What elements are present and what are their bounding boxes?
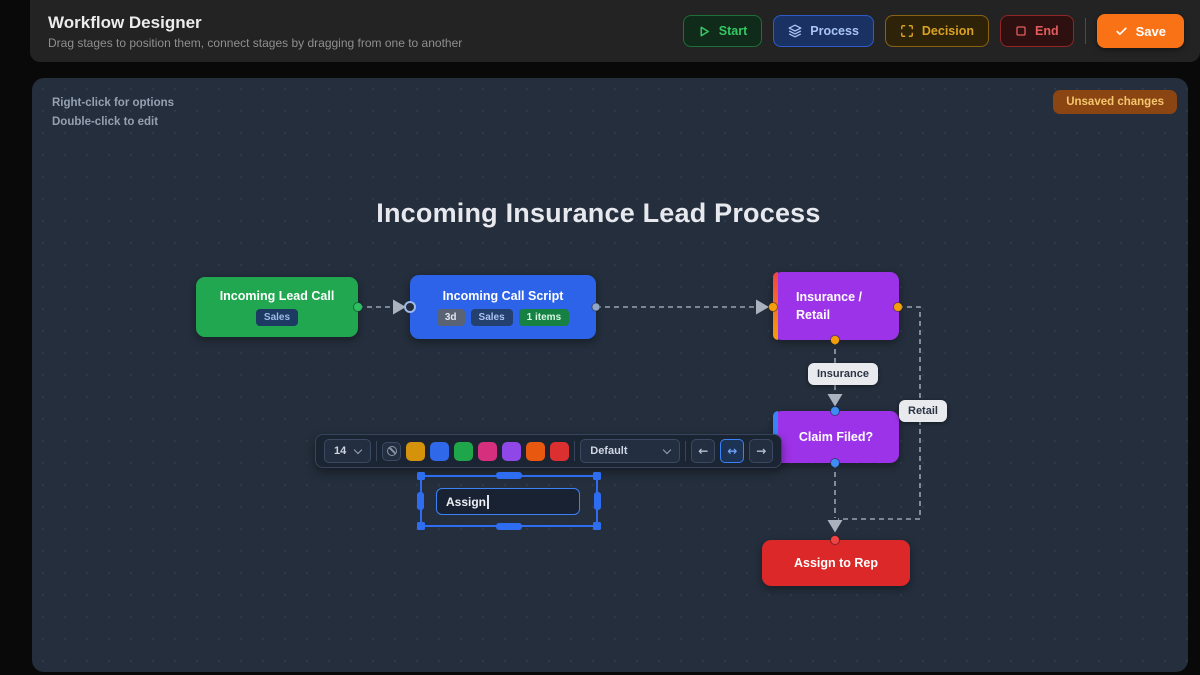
resize-handle-bottom[interactable] bbox=[496, 523, 522, 530]
selected-stage-outline[interactable]: Assign bbox=[417, 472, 601, 530]
stage-label: Assign to Rep bbox=[793, 556, 879, 570]
stage-node-insurance-retail[interactable]: Insurance / Retail bbox=[773, 272, 899, 340]
hint-double-click: Double-click to edit bbox=[52, 116, 159, 128]
save-button[interactable]: Save bbox=[1096, 14, 1184, 48]
stage-node-assign-to-rep[interactable]: Assign to Rep bbox=[762, 540, 910, 586]
font-size-value: 14 bbox=[334, 445, 347, 457]
color-swatch-pink[interactable] bbox=[478, 441, 498, 461]
resize-handle-right[interactable] bbox=[594, 492, 601, 510]
edges-overlay bbox=[353, 299, 921, 545]
align-center-button[interactable]: ↔ bbox=[720, 439, 745, 463]
stage-label: Incoming Lead Call bbox=[219, 288, 335, 303]
resize-handle-bottom-left[interactable] bbox=[417, 522, 425, 530]
toolbar-divider bbox=[574, 441, 576, 461]
stage-badge-sales: Sales bbox=[470, 308, 513, 326]
header-actions: Start Process Decision End Save bbox=[682, 14, 1184, 48]
toolbar-divider bbox=[685, 441, 687, 461]
end-button-label: End bbox=[1035, 24, 1059, 38]
decision-button-label: Decision bbox=[921, 24, 975, 38]
text-format-toolbar: 14 Default ← ↔ → bbox=[315, 434, 783, 468]
start-button-label: Start bbox=[718, 24, 748, 38]
stage-label: Claim Filed? bbox=[798, 430, 874, 444]
font-size-select[interactable]: 14 bbox=[324, 439, 372, 463]
diagram-title: Incoming Insurance Lead Process bbox=[376, 198, 821, 228]
arrowhead-icon bbox=[827, 520, 843, 533]
app-header: Workflow Designer Drag stages to positio… bbox=[30, 0, 1200, 62]
stage-badge-duration: 3d bbox=[436, 308, 465, 326]
stage-name-input[interactable]: Assign bbox=[436, 488, 580, 515]
layers-icon bbox=[788, 24, 802, 38]
workflow-canvas[interactable]: Right-click for options Double-click to … bbox=[32, 78, 1188, 672]
chevron-down-icon bbox=[663, 445, 672, 454]
resize-handle-bottom-right[interactable] bbox=[593, 522, 601, 530]
unsaved-changes-badge: Unsaved changes bbox=[1053, 90, 1177, 114]
stage-label-line1: Insurance / bbox=[796, 290, 862, 304]
add-decision-stage-button[interactable]: Decision bbox=[884, 15, 990, 47]
color-swatch-green[interactable] bbox=[454, 441, 474, 461]
save-button-label: Save bbox=[1135, 23, 1166, 39]
text-caret bbox=[487, 494, 489, 509]
page-subtitle: Drag stages to position them, connect st… bbox=[48, 35, 463, 50]
edge-label-retail[interactable]: Retail bbox=[899, 400, 947, 422]
color-swatch-blue[interactable] bbox=[430, 441, 450, 461]
hint-right-click: Right-click for options bbox=[52, 97, 175, 109]
edge-label-insurance[interactable]: Insurance bbox=[808, 363, 878, 385]
page-title: Workflow Designer bbox=[48, 12, 202, 32]
color-swatch-red[interactable] bbox=[550, 441, 570, 461]
color-swatch-orange[interactable] bbox=[526, 441, 546, 461]
stage-badge-items: 1 items bbox=[518, 308, 570, 326]
resize-handle-top-left[interactable] bbox=[417, 472, 425, 480]
add-end-stage-button[interactable]: End bbox=[1000, 15, 1074, 47]
corners-icon bbox=[900, 25, 913, 37]
arrowhead-icon bbox=[827, 394, 843, 407]
process-button-label: Process bbox=[810, 24, 859, 38]
stage-node-claim-filed[interactable]: Claim Filed? bbox=[773, 411, 899, 463]
align-left-button[interactable]: ← bbox=[691, 439, 716, 463]
stage-name-input-value: Assign bbox=[446, 494, 487, 509]
resize-handle-top-right[interactable] bbox=[593, 472, 601, 480]
color-swatch-none[interactable] bbox=[382, 441, 402, 461]
resize-handle-top[interactable] bbox=[496, 472, 522, 479]
slash-circle-icon bbox=[386, 446, 397, 456]
add-process-stage-button[interactable]: Process bbox=[773, 15, 874, 47]
arrowhead-icon bbox=[393, 299, 406, 315]
font-family-select[interactable]: Default bbox=[580, 439, 681, 463]
check-icon bbox=[1115, 26, 1127, 35]
toolbar-divider bbox=[376, 441, 378, 461]
stage-badge-sales: Sales bbox=[255, 308, 299, 326]
chevron-down-icon bbox=[354, 445, 363, 454]
play-icon bbox=[700, 26, 709, 36]
color-swatch-amber[interactable] bbox=[406, 441, 426, 461]
resize-handle-left[interactable] bbox=[417, 492, 424, 510]
header-divider bbox=[1084, 18, 1086, 44]
align-right-button[interactable]: → bbox=[749, 439, 774, 463]
font-family-value: Default bbox=[590, 445, 628, 457]
square-icon bbox=[1016, 26, 1026, 36]
stage-accent-stripe bbox=[773, 272, 778, 340]
arrowhead-icon bbox=[756, 299, 769, 315]
stage-node-incoming-call-script[interactable]: Incoming Call Script 3d Sales 1 items bbox=[410, 275, 596, 339]
stage-label-line2: Retail bbox=[796, 308, 831, 322]
add-start-stage-button[interactable]: Start bbox=[682, 15, 763, 47]
stage-node-incoming-lead-call[interactable]: Incoming Lead Call Sales bbox=[196, 277, 358, 337]
color-swatch-purple[interactable] bbox=[502, 441, 522, 461]
stage-label: Incoming Call Script bbox=[442, 288, 564, 303]
